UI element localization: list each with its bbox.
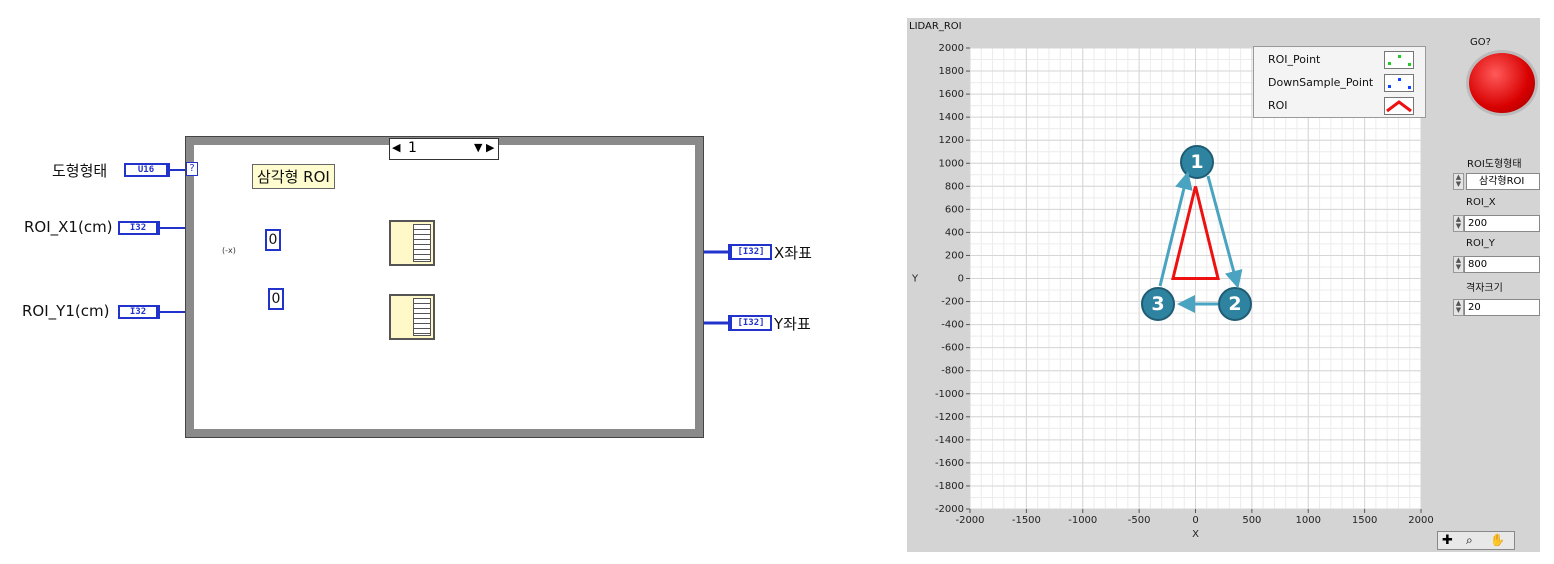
roi-y-spinner[interactable]: ▲▼ (1453, 256, 1464, 273)
grid-size-input[interactable]: 20 (1464, 299, 1540, 316)
graph-palette: ✚ ⌕ ✋ (1437, 531, 1515, 550)
y-tick-label: 1200 (939, 135, 964, 146)
roi-x-spinner[interactable]: ▲▼ (1453, 215, 1464, 232)
case-selector[interactable]: ◀ 1 ▼ ▶ (389, 138, 499, 160)
y-tick-label: -1000 (935, 389, 964, 400)
x-coord-label: X좌표 (774, 244, 812, 262)
x-tick-label: 0 (1192, 515, 1198, 526)
y-coord-label: Y좌표 (774, 315, 811, 333)
y-tick-label: 1600 (939, 89, 964, 100)
roi-x1-terminal[interactable]: I32 (118, 221, 160, 235)
negate-function[interactable] (218, 240, 248, 264)
x-tick-label: -2000 (955, 515, 984, 526)
y-tick-label: 1400 (939, 112, 964, 123)
x-tick-label: 500 (1242, 515, 1261, 526)
y-tick-label: 0 (958, 274, 964, 285)
roi-x-input[interactable]: 200 (1464, 215, 1540, 232)
grid-size-label: 격자크기 (1466, 283, 1503, 294)
x-tick-label: 1000 (1296, 515, 1321, 526)
roi-y1-label: ROI_Y1(cm) (22, 302, 110, 320)
graph-title: LIDAR_ROI (909, 21, 962, 32)
negate-label: (-x) (222, 246, 236, 255)
y-tick-label: -1600 (935, 458, 964, 469)
x-coord-terminal[interactable]: [I32] (728, 244, 772, 260)
x-axis-label: X (1192, 529, 1199, 540)
constant-zero-x[interactable]: 0 (265, 229, 281, 251)
legend-roi-point-swatch[interactable] (1384, 51, 1414, 69)
case-selector-value: 1 (408, 140, 417, 156)
legend-roi-point-label: ROI_Point (1268, 53, 1321, 66)
case-structure[interactable] (185, 136, 704, 438)
y-tick-label: -2000 (935, 504, 964, 515)
roi-shape-ring[interactable]: 삼각형ROI (1466, 173, 1540, 190)
y-tick-label: -1800 (935, 481, 964, 492)
y-tick-label: 800 (945, 181, 964, 192)
y-tick-label: -1200 (935, 412, 964, 423)
marker-3: 3 (1141, 287, 1175, 321)
array-grid-icon (413, 224, 431, 262)
y-tick-label: -1400 (935, 435, 964, 446)
shape-type-label: 도형형태 (52, 162, 108, 180)
series-line-roi (1171, 185, 1220, 280)
y-tick-label: -200 (941, 297, 964, 308)
shape-type-terminal[interactable]: U16 (124, 163, 170, 177)
y-tick-label: 2000 (939, 43, 964, 54)
y-tick-label: -400 (941, 320, 964, 331)
grid-size-spinner[interactable]: ▲▼ (1453, 299, 1464, 316)
go-led-button[interactable] (1466, 50, 1538, 116)
y-tick-label: 1000 (939, 158, 964, 169)
cursor-tool-icon[interactable]: ✚ (1442, 533, 1453, 548)
legend-downsample-swatch[interactable] (1384, 74, 1414, 92)
constant-zero-y[interactable]: 0 (268, 288, 284, 310)
array-grid-icon (413, 298, 431, 336)
roi-shape-spinner[interactable]: ▲▼ (1453, 173, 1464, 190)
next-case-icon[interactable]: ▶ (486, 141, 495, 154)
legend-roi-swatch[interactable] (1384, 97, 1414, 115)
y-axis-label: Y (911, 274, 919, 285)
legend-roi-label: ROI (1268, 99, 1288, 112)
dropdown-arrow-icon[interactable]: ▼ (474, 141, 483, 154)
roi-shape-label: ROI도형형태 (1467, 159, 1522, 170)
y-tick-label: -600 (941, 343, 964, 354)
roi-x1-label: ROI_X1(cm) (24, 218, 113, 236)
zoom-tool-icon[interactable]: ⌕ (1466, 533, 1473, 547)
y-tick-label: 1800 (939, 66, 964, 77)
roi-y1-terminal[interactable]: I32 (118, 305, 160, 319)
prev-case-icon[interactable]: ◀ (392, 141, 401, 154)
y-tick-label: 400 (945, 227, 964, 238)
x-tick-label: 1500 (1352, 515, 1377, 526)
case-selector-terminal[interactable]: ? (186, 162, 198, 176)
y-tick-label: -800 (941, 366, 964, 377)
x-tick-label: -500 (1128, 515, 1151, 526)
x-tick-label: -1500 (1012, 515, 1041, 526)
x-tick-label: 2000 (1408, 515, 1433, 526)
pan-tool-icon[interactable]: ✋ (1490, 533, 1505, 547)
graph-legend: ROI_Point DownSample_Point ROI (1253, 46, 1426, 118)
build-array-x[interactable] (389, 220, 435, 266)
diagram-comment: 삼각형 ROI (252, 164, 335, 189)
roi-x-label: ROI_X (1466, 197, 1496, 208)
roi-y-label: ROI_Y (1466, 238, 1495, 249)
y-coord-terminal[interactable]: [I32] (728, 315, 772, 331)
y-tick-label: 200 (945, 250, 964, 261)
go-label: GO? (1470, 37, 1491, 48)
build-array-y[interactable] (389, 294, 435, 340)
marker-arrows (1158, 171, 1243, 313)
x-tick-label: -1000 (1068, 515, 1097, 526)
y-tick-label: 600 (945, 204, 964, 215)
roi-y-input[interactable]: 800 (1464, 256, 1540, 273)
legend-downsample-label: DownSample_Point (1268, 76, 1374, 89)
